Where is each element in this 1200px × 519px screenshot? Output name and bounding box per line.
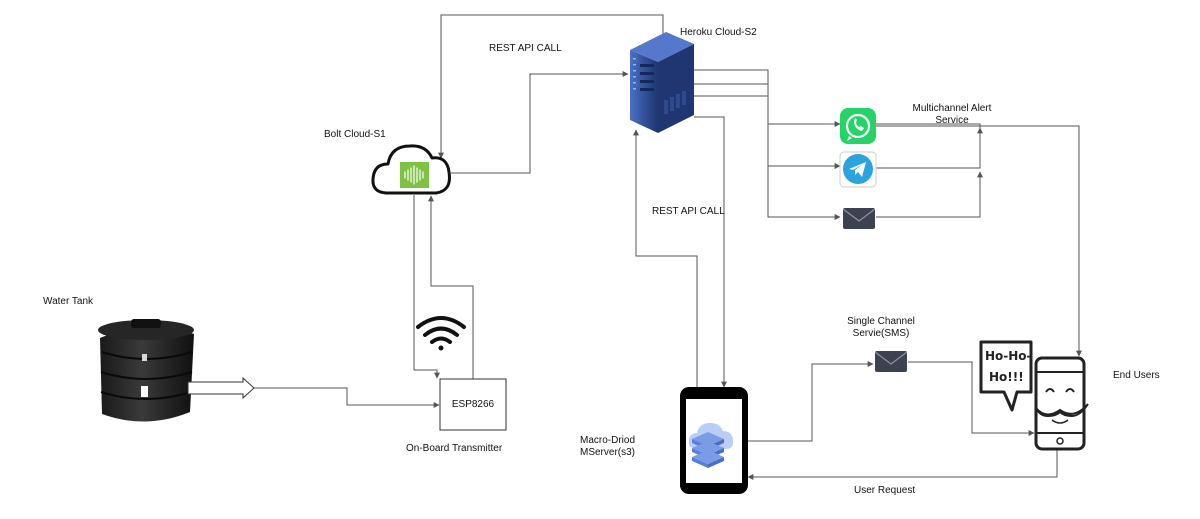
mail-icon bbox=[842, 208, 876, 229]
connectors bbox=[253, 14, 1082, 480]
bolt-cloud-label: Bolt Cloud-S1 bbox=[324, 129, 386, 140]
edge-heroku-to-bolt bbox=[438, 14, 664, 159]
esp8266-label: ESP8266 bbox=[451, 399, 495, 410]
multichannel-label-line1: Multichannel Alert bbox=[912, 103, 992, 114]
user-request-label: User Request bbox=[854, 485, 916, 496]
heroku-cloud-label: Heroku Cloud-S2 bbox=[680, 27, 757, 38]
cloud-icon bbox=[371, 144, 451, 195]
sms-mail-icon bbox=[874, 351, 908, 372]
edge-telegram-to-alert bbox=[876, 127, 983, 169]
edge-heroku-to-macrodroid bbox=[694, 116, 727, 388]
tank-icon bbox=[98, 319, 255, 422]
edge-bolt-to-heroku bbox=[451, 71, 629, 174]
transmitter-label: On-Board Transmitter bbox=[406, 443, 503, 454]
bubble-text-line1: Ho-Ho- bbox=[985, 349, 1032, 363]
user-phone-icon bbox=[979, 340, 1089, 451]
server-icon bbox=[630, 32, 694, 133]
macrodroid-label-line1: Macro-Driod bbox=[580, 435, 636, 446]
rest-api-top-label: REST API CALL bbox=[489, 43, 562, 54]
esp8266-box bbox=[439, 378, 507, 431]
edge-macrodroid-to-sms bbox=[746, 361, 874, 442]
bubble-text-line2: Ho!!! bbox=[989, 370, 1024, 384]
edge-macrodroid-to-heroku bbox=[633, 129, 698, 387]
edge-users-to-macrodroid bbox=[747, 449, 1058, 480]
edge-heroku-to-mail bbox=[694, 95, 841, 220]
phone-icon bbox=[680, 387, 748, 494]
edge-tank-to-esp bbox=[253, 387, 440, 408]
edge-mail-to-alert bbox=[876, 171, 983, 218]
edge-bolt-to-esp bbox=[413, 195, 440, 379]
edge-sms-to-users bbox=[908, 361, 1035, 436]
macrodroid-label-line2: MServer(s3) bbox=[580, 447, 636, 458]
rest-api-mid-label: REST API CALL bbox=[652, 206, 725, 217]
edge-alert-to-users bbox=[876, 125, 1082, 357]
single-channel-label-line1: Single Channel bbox=[847, 316, 915, 327]
water-tank-label: Water Tank bbox=[43, 296, 94, 307]
telegram-icon bbox=[839, 151, 877, 188]
wifi-icon bbox=[416, 316, 466, 351]
whatsapp-icon bbox=[840, 108, 876, 144]
edge-heroku-to-whatsapp bbox=[694, 69, 841, 127]
multichannel-label-line2: Service bbox=[935, 115, 969, 126]
edge-esp-to-bolt bbox=[428, 195, 474, 379]
end-users-label: End Users bbox=[1113, 370, 1160, 381]
edge-whatsapp-to-alert bbox=[876, 123, 981, 128]
single-channel-label-line2: Servie(SMS) bbox=[852, 328, 910, 339]
